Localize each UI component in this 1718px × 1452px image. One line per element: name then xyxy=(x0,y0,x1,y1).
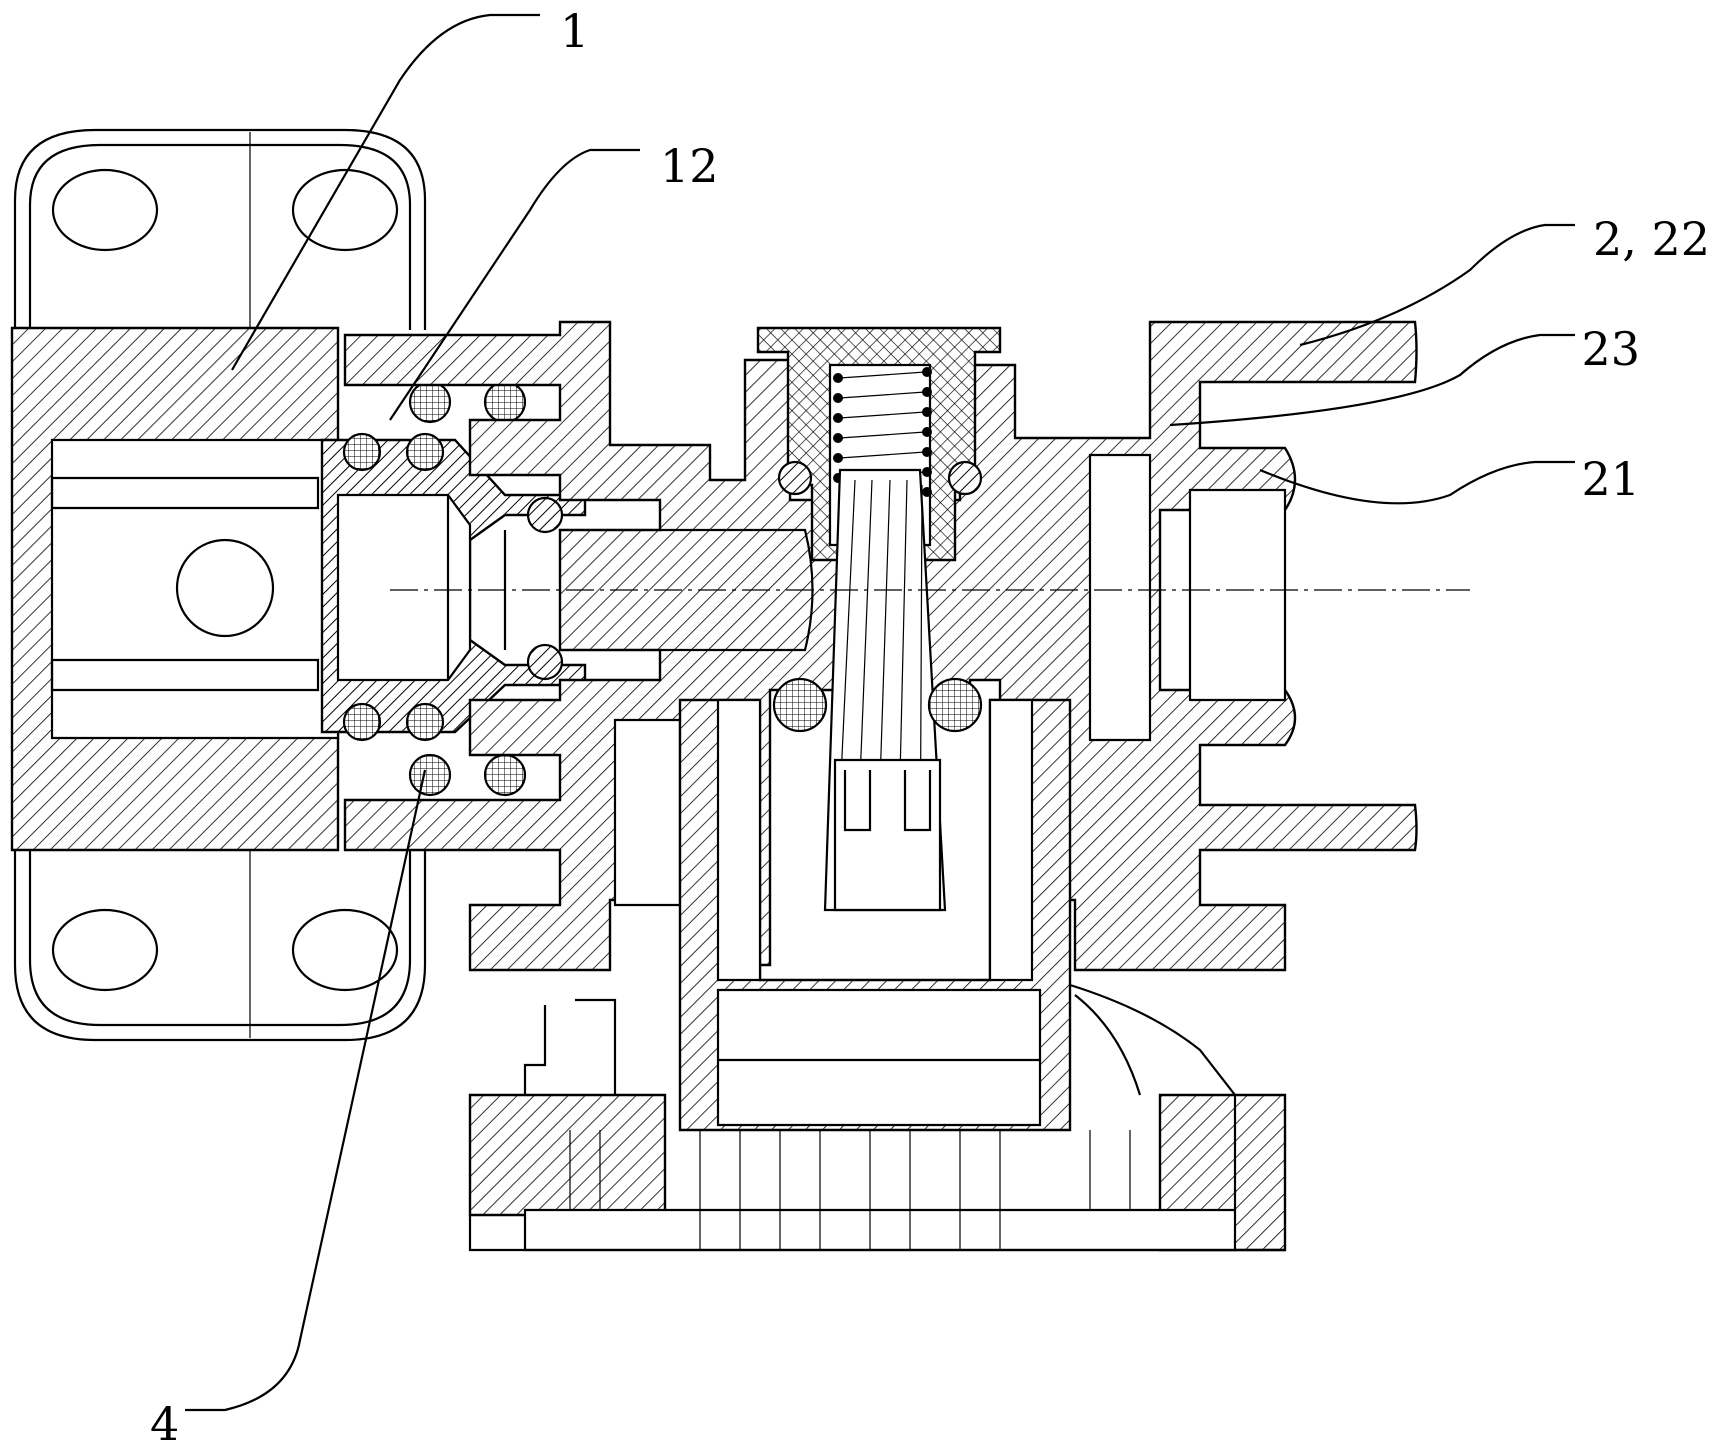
label-1: 1 xyxy=(560,4,589,58)
leader-lines xyxy=(185,13,1575,1412)
o-rings-left xyxy=(342,380,564,797)
spring-coils xyxy=(839,371,926,479)
label-12: 12 xyxy=(660,139,719,193)
mounting-bracket xyxy=(13,128,427,1042)
label-21: 21 xyxy=(1581,452,1640,506)
valve-insert xyxy=(756,326,1002,912)
label-4: 4 xyxy=(150,1397,179,1447)
spring-wire-dots xyxy=(833,367,932,497)
label-23: 23 xyxy=(1581,322,1640,376)
label-2-22: 2, 22 xyxy=(1593,212,1710,266)
lower-base xyxy=(468,698,1287,1252)
reference-labels: 1 12 2, 22 23 21 4 xyxy=(150,4,1710,1451)
part-12-inner-sleeve xyxy=(320,438,587,734)
part-1-connector-body xyxy=(10,326,340,852)
